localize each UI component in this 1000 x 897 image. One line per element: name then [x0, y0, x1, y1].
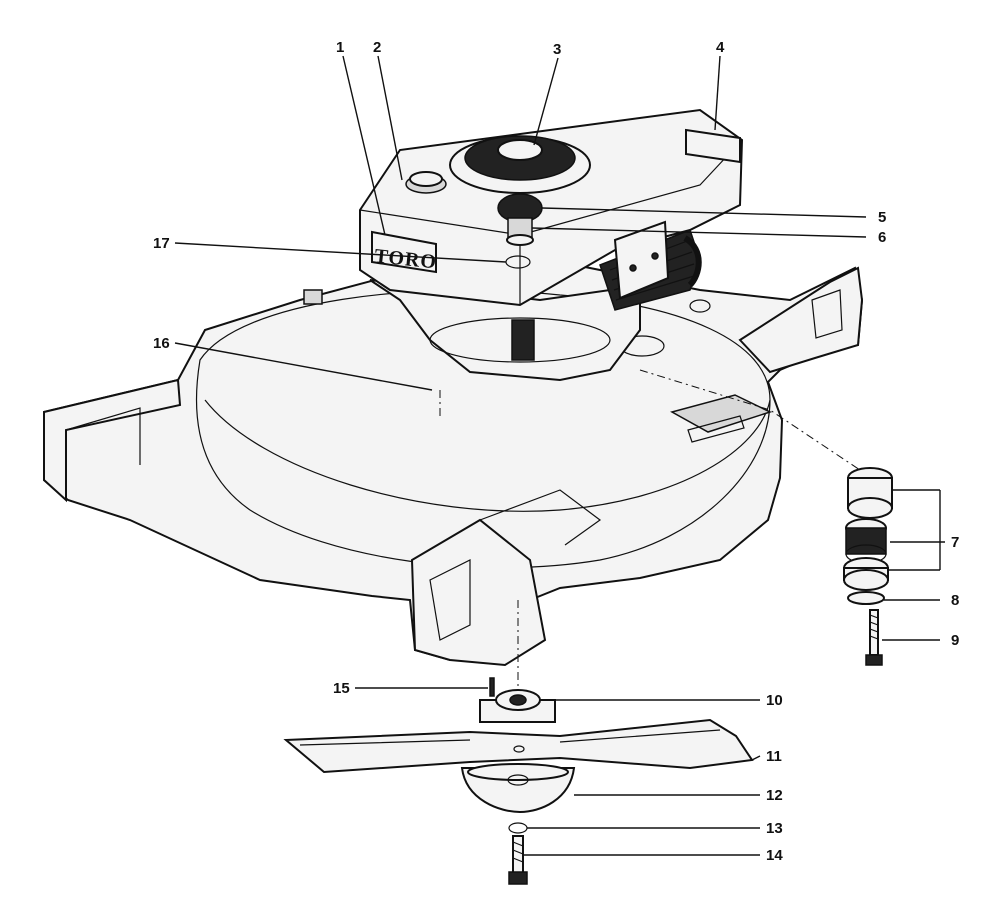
callout-8: 8 — [951, 592, 959, 609]
callout-5: 5 — [878, 209, 886, 226]
callout-17: 17 — [153, 235, 170, 252]
callout-16: 16 — [153, 335, 170, 352]
callout-4: 4 — [716, 39, 725, 56]
callout-3: 3 — [553, 41, 561, 58]
callout-13: 13 — [766, 820, 783, 837]
callout-1: 1 — [336, 39, 344, 56]
blade-stiffener — [460, 763, 576, 814]
callout-14: 14 — [766, 847, 783, 864]
mower-deck — [43, 260, 864, 667]
callout-7: 7 — [951, 534, 959, 551]
callout-9: 9 — [951, 632, 959, 649]
callout-15: 15 — [333, 680, 350, 697]
callout-2: 2 — [373, 39, 381, 56]
roll-pin — [489, 677, 495, 697]
callout-numbers: 1 2 3 4 5 6 7 8 9 10 11 12 13 14 15 16 1… — [153, 39, 959, 864]
blade-adapter-hub — [843, 467, 893, 591]
blade-bolt — [508, 835, 528, 885]
lockwasher — [508, 822, 528, 834]
callout-12: 12 — [766, 787, 783, 804]
callout-6: 6 — [878, 229, 886, 246]
hub-bolt — [865, 609, 883, 666]
blade-adapter — [479, 689, 556, 723]
callout-11: 11 — [766, 748, 782, 765]
engine-assembly: TORO — [359, 108, 744, 382]
leader-lines — [174, 55, 945, 856]
callout-10: 10 — [766, 692, 783, 709]
washer — [847, 591, 885, 605]
